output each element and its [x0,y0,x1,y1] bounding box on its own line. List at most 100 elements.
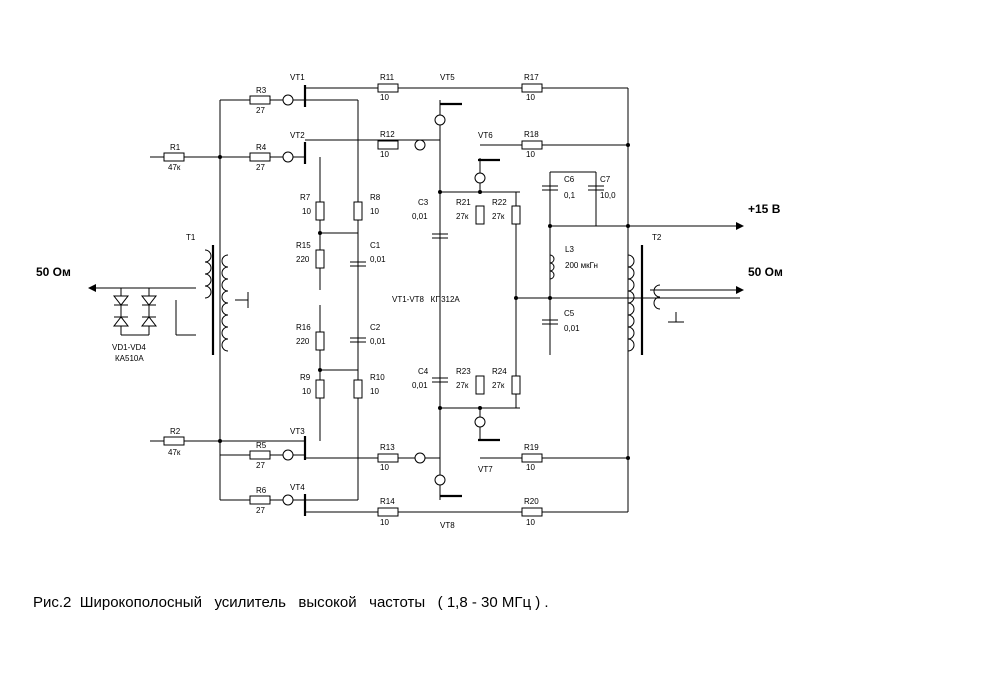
r23-value: 27к [456,381,469,390]
r19-value: 10 [526,463,535,472]
r18-resistor [521,140,543,150]
figure-caption: Рис.2 Широкополосный усилитель высокой ч… [33,594,549,611]
arrows [88,222,744,294]
vt7-label: VT7 [478,465,493,474]
vt4-label: VT4 [290,483,305,492]
r3-label: R3 [256,86,267,95]
r11-value: 10 [380,93,389,102]
r14-label: R14 [380,497,395,506]
r21-value: 27к [456,212,469,221]
r5-value: 27 [256,461,265,470]
r12-label: R12 [380,130,395,139]
r7-label: R7 [300,193,311,202]
c2-value: 0,01 [370,337,386,346]
c3-label: C3 [418,198,429,207]
r3-resistor [249,95,271,105]
r1-value: 47к [168,163,181,172]
r14-value: 10 [380,518,389,527]
r3-value: 27 [256,106,265,115]
r7-resistor [315,201,325,221]
junction-dots [218,143,630,460]
r24-resistor [511,375,521,395]
r13-label: R13 [380,443,395,452]
vt3-label: VT3 [290,427,305,436]
r24-value: 27к [492,381,505,390]
c6-label: C6 [564,175,575,184]
r9-value: 10 [302,387,311,396]
l3-value: 200 мкГн [565,261,598,270]
r14-resistor [377,507,399,517]
r22-value: 27к [492,212,505,221]
vd-type: КА510А [115,354,144,363]
c6-value: 0,1 [564,191,576,200]
r16-value: 220 [296,337,310,346]
r8-resistor [353,201,363,221]
r19-label: R19 [524,443,539,452]
c7-value: 10,0 [600,191,616,200]
supply-arrow-icon [736,222,744,230]
vt2-label: VT2 [290,131,305,140]
r17-resistor [521,83,543,93]
r10-resistor [353,379,363,399]
r12-value: 10 [380,150,389,159]
r4-resistor [249,152,271,162]
r6-value: 27 [256,506,265,515]
r4-value: 27 [256,163,265,172]
output-arrow-icon [736,286,744,294]
vt5-label: VT5 [440,73,455,82]
vt8-label: VT8 [440,521,455,530]
r15-resistor [315,249,325,269]
t2-transformer [627,245,661,355]
t1-transformer [204,245,249,355]
diodes-vd1-vd4 [112,295,158,327]
r15-label: R15 [296,241,311,250]
r19-resistor [521,453,543,463]
input-impedance-label: 50 Ом [36,265,71,279]
r18-label: R18 [524,130,539,139]
component-labels: VT1 VT2 VT3 VT4 VT5 VT6 VT7 VT8 R1 47к R… [36,73,783,530]
c5-value: 0,01 [564,324,580,333]
r2-value: 47к [168,448,181,457]
t1-label: T1 [186,233,196,242]
output-impedance-label: 50 Ом [748,265,783,279]
r8-value: 10 [370,207,379,216]
r15-value: 220 [296,255,310,264]
c7-label: C7 [600,175,611,184]
c3-value: 0,01 [412,212,428,221]
l3-inductor [549,254,555,280]
r11-label: R11 [380,73,395,82]
transistors [303,85,500,516]
r20-value: 10 [526,518,535,527]
r17-label: R17 [524,73,539,82]
r2-resistor [163,436,185,446]
c1-label: C1 [370,241,381,250]
r7-value: 10 [302,207,311,216]
resistors [163,83,543,517]
c2-label: C2 [370,323,381,332]
supply-label: +15 В [748,202,781,216]
r6-resistor [249,495,271,505]
vt6-label: VT6 [478,131,493,140]
r20-resistor [521,507,543,517]
r12-resistor [377,140,399,150]
r16-resistor [315,331,325,351]
vd-label: VD1-VD4 [112,343,146,352]
c5-label: C5 [564,309,575,318]
c4-label: C4 [418,367,429,376]
r4-label: R4 [256,143,267,152]
r17-value: 10 [526,93,535,102]
r2-label: R2 [170,427,181,436]
r10-label: R10 [370,373,385,382]
r1-label: R1 [170,143,181,152]
c1-value: 0,01 [370,255,386,264]
r10-value: 10 [370,387,379,396]
t2-label: T2 [652,233,662,242]
r23-resistor [475,375,485,395]
r22-resistor [511,205,521,225]
r21-resistor [475,205,485,225]
ferrite-beads [282,94,486,506]
r1-resistor [163,152,185,162]
vt1-label: VT1 [290,73,305,82]
r5-resistor [249,450,271,460]
